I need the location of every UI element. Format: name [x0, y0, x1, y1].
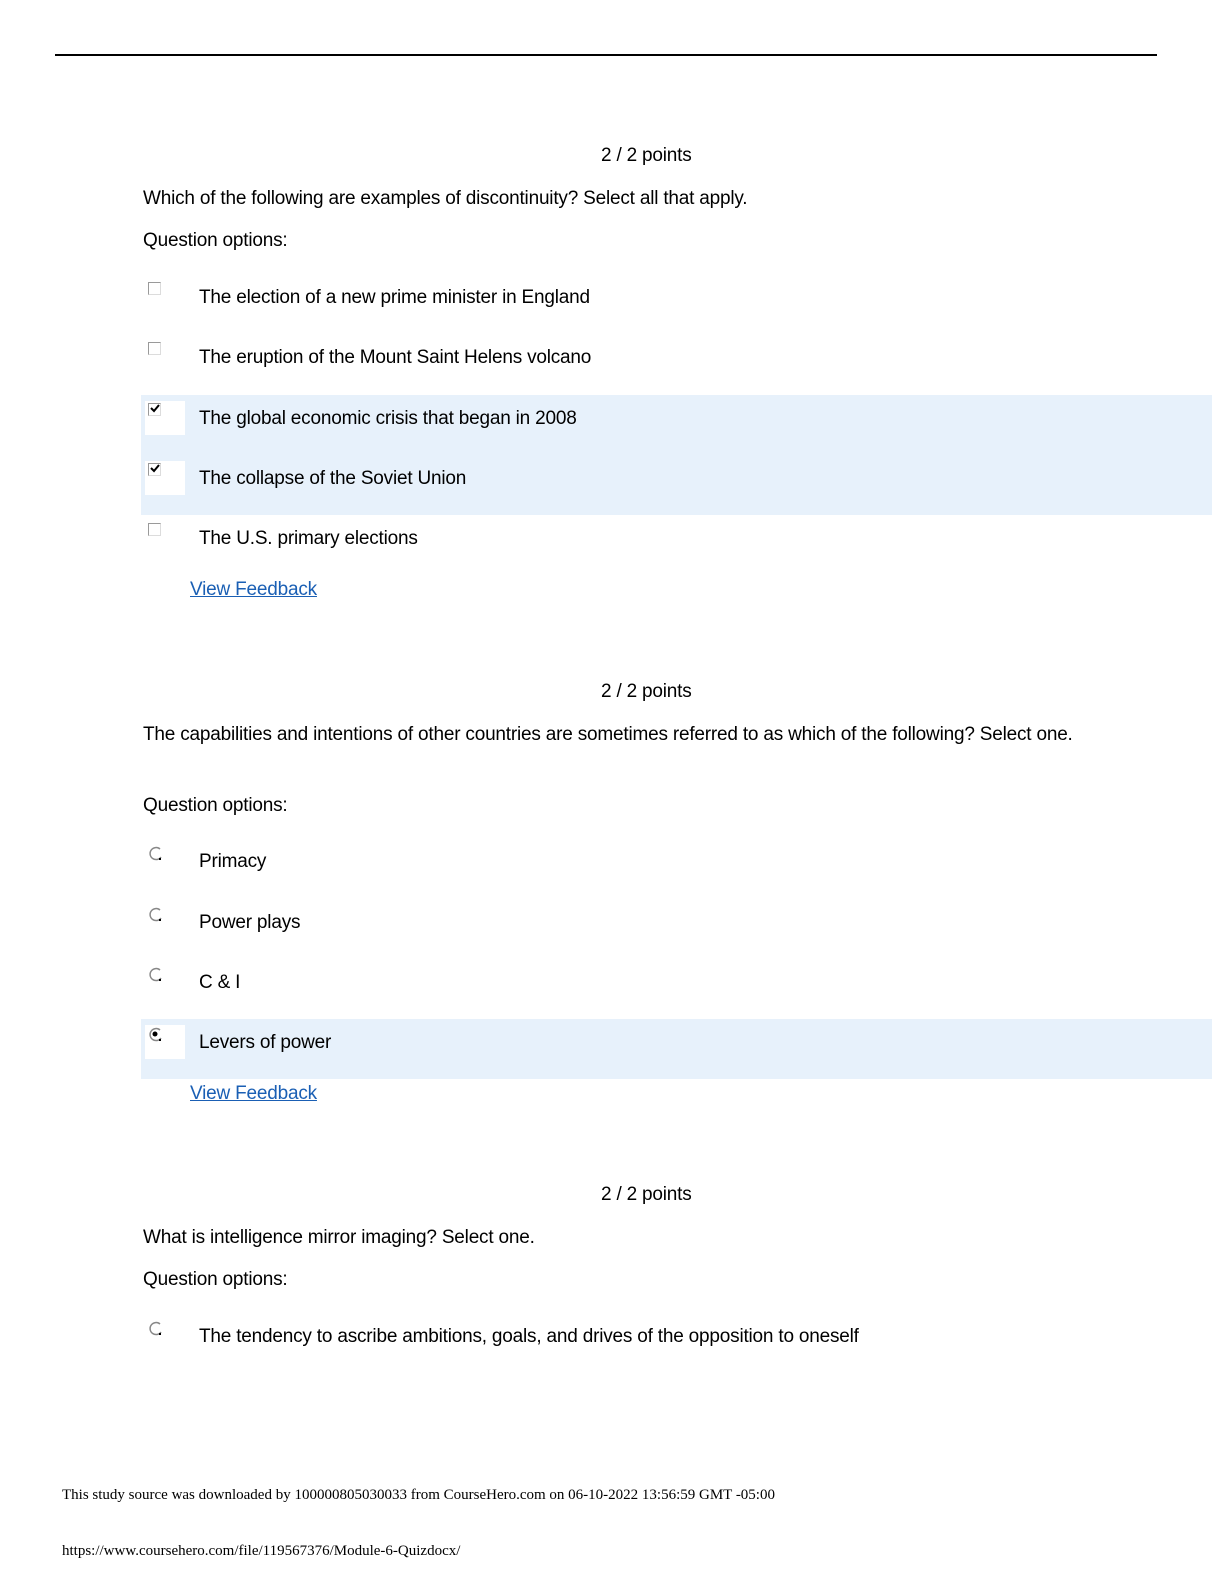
- question-2-option-1[interactable]: Primacy: [141, 838, 1212, 898]
- question-3-text: What is intelligence mirror imaging? Sel…: [143, 1227, 535, 1248]
- download-notice: This study source was downloaded by 1000…: [62, 1487, 775, 1503]
- question-1-options-label: Question options:: [143, 230, 288, 251]
- question-2-text: The capabilities and intentions of other…: [143, 724, 1073, 745]
- checkbox-unchecked-icon[interactable]: [148, 342, 161, 355]
- option-label: C & I: [199, 972, 241, 993]
- option-label: The election of a new prime minister in …: [199, 287, 590, 308]
- radio-unselected-icon[interactable]: [148, 967, 164, 983]
- option-label: The global economic crisis that began in…: [199, 408, 577, 429]
- option-label: Levers of power: [199, 1032, 332, 1053]
- question-1-option-4[interactable]: The collapse of the Soviet Union: [141, 455, 1212, 515]
- question-3-options-label: Question options:: [143, 1269, 288, 1290]
- checkbox-unchecked-icon[interactable]: [148, 523, 161, 536]
- radio-unselected-icon[interactable]: [148, 907, 164, 923]
- source-url[interactable]: https://www.coursehero.com/file/11956737…: [62, 1543, 461, 1559]
- checkbox-checked-icon[interactable]: [148, 403, 161, 416]
- radio-unselected-icon[interactable]: [148, 1321, 164, 1337]
- question-1-view-feedback-link[interactable]: View Feedback: [190, 579, 317, 600]
- question-1-points: 2 / 2 points: [601, 145, 692, 166]
- question-2-option-2[interactable]: Power plays: [141, 899, 1212, 959]
- question-2-view-feedback-link[interactable]: View Feedback: [190, 1083, 317, 1104]
- checkbox-checked-icon[interactable]: [148, 463, 161, 476]
- question-1-option-1[interactable]: The election of a new prime minister in …: [141, 274, 1212, 334]
- radio-selected-icon[interactable]: [148, 1027, 164, 1043]
- checkbox-unchecked-icon[interactable]: [148, 282, 161, 295]
- option-label: The collapse of the Soviet Union: [199, 468, 467, 489]
- option-label: The U.S. primary elections: [199, 528, 418, 549]
- radio-unselected-icon[interactable]: [148, 846, 164, 862]
- question-3-option-1[interactable]: The tendency to ascribe ambitions, goals…: [141, 1313, 1212, 1373]
- question-1-option-3[interactable]: The global economic crisis that began in…: [141, 395, 1212, 455]
- option-label: Primacy: [199, 851, 267, 872]
- option-label: The eruption of the Mount Saint Helens v…: [199, 347, 592, 368]
- question-2-points: 2 / 2 points: [601, 681, 692, 702]
- question-2-option-3[interactable]: C & I: [141, 959, 1212, 1019]
- question-1-option-5[interactable]: The U.S. primary elections: [141, 515, 1212, 575]
- option-label: Power plays: [199, 912, 301, 933]
- question-1-text: Which of the following are examples of d…: [143, 188, 748, 209]
- question-2-options-label: Question options:: [143, 795, 288, 816]
- question-2-option-4[interactable]: Levers of power: [141, 1019, 1212, 1079]
- option-label: The tendency to ascribe ambitions, goals…: [199, 1326, 859, 1347]
- question-3-points: 2 / 2 points: [601, 1184, 692, 1205]
- top-divider: [55, 54, 1157, 56]
- question-1-option-2[interactable]: The eruption of the Mount Saint Helens v…: [141, 334, 1212, 394]
